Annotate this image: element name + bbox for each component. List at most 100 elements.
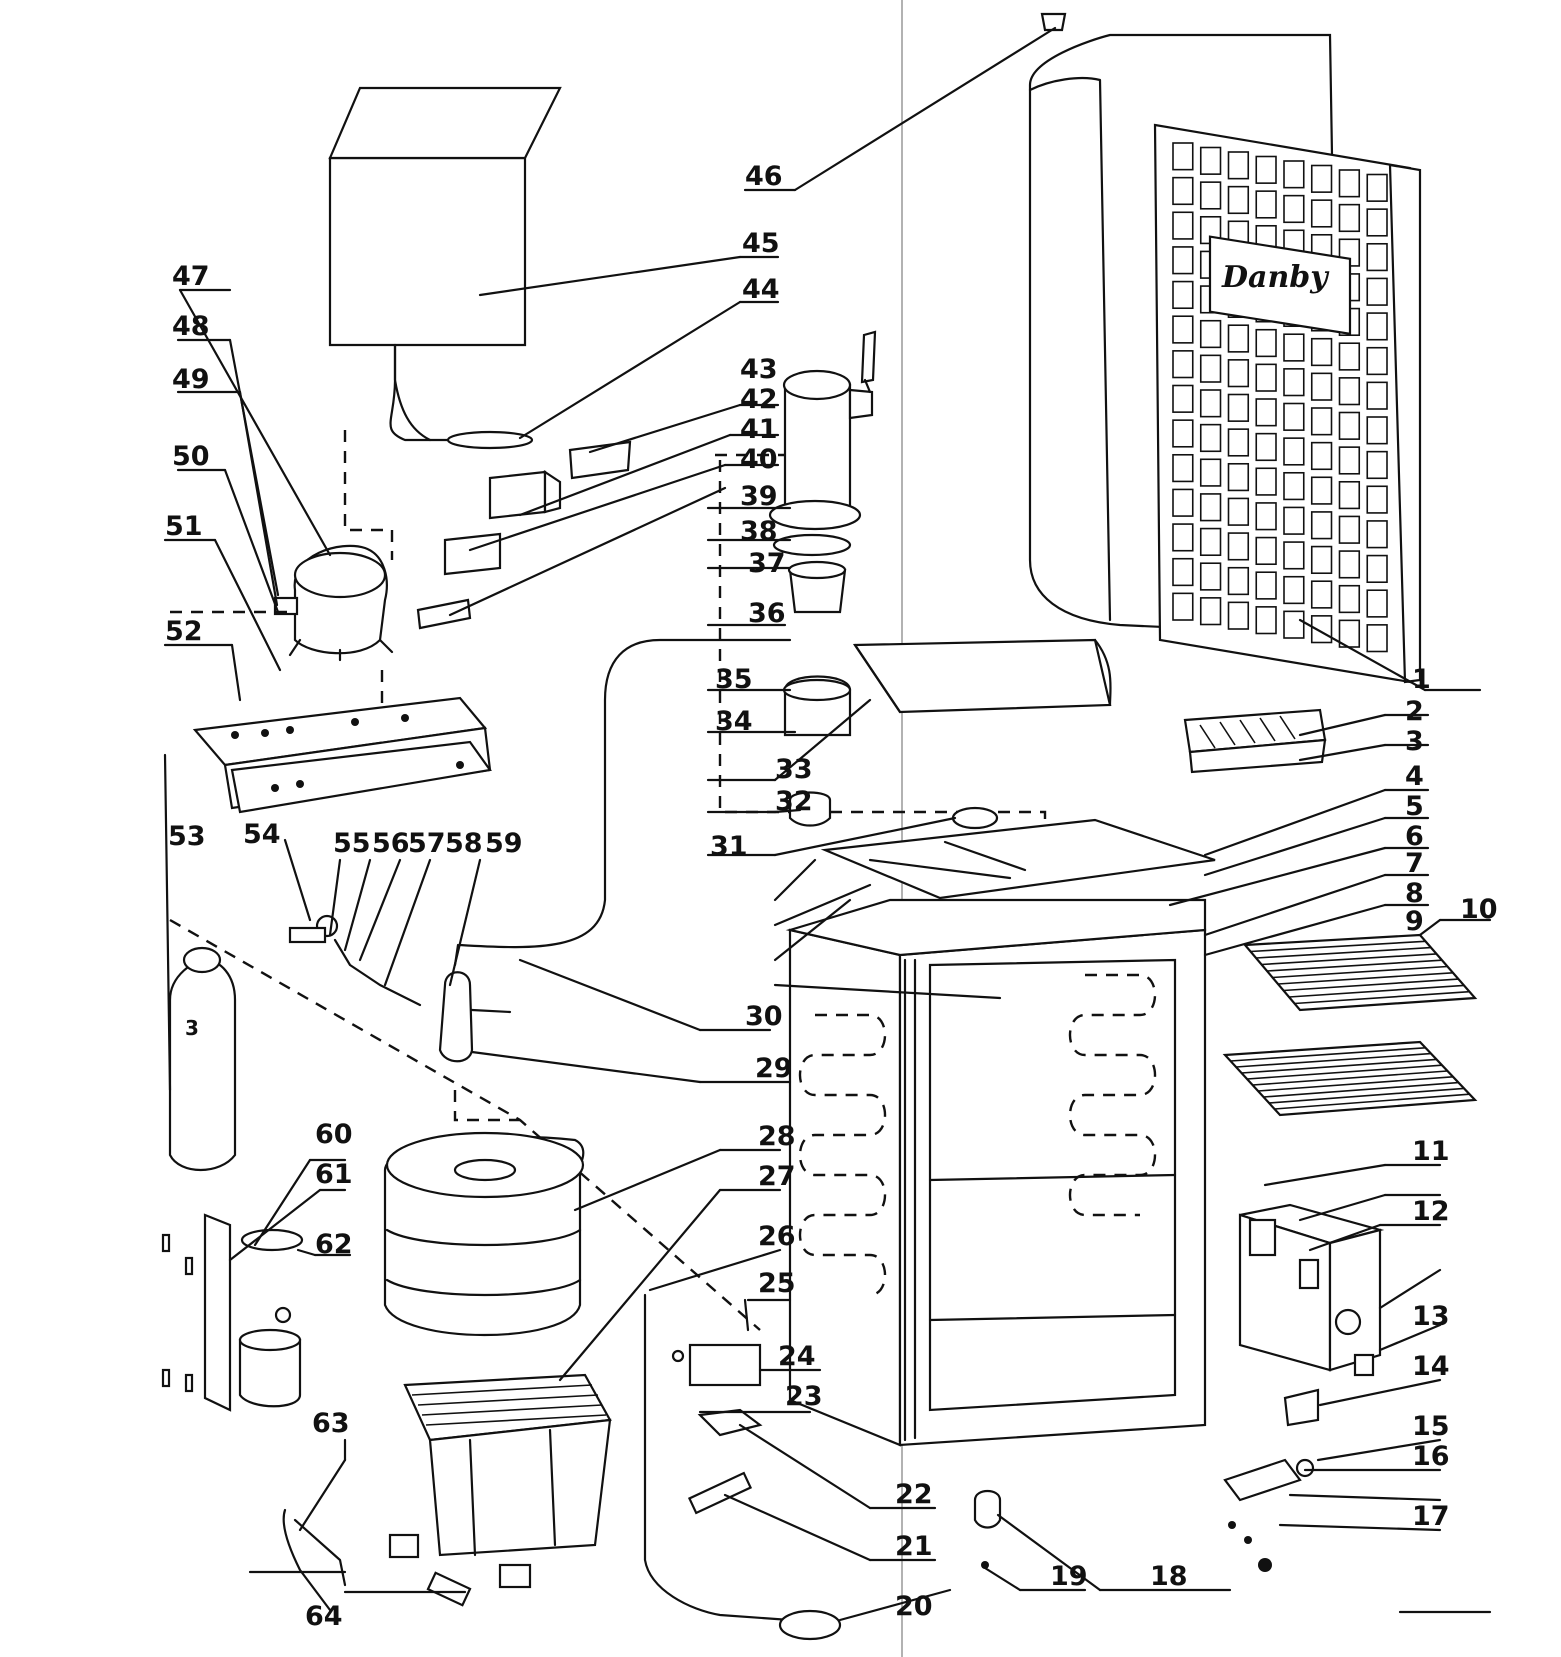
door-grid-cell (1310, 372, 1333, 401)
door-grid-cell (1310, 164, 1333, 193)
cabinet-body (785, 898, 1207, 1447)
brand-logo: Danby (1221, 260, 1330, 295)
part-label: 44 (742, 274, 780, 305)
co2-tank: 3 (168, 946, 237, 1172)
door-grid-cell (1283, 471, 1305, 501)
beer-keg (383, 1131, 585, 1337)
part-label: 14 (1412, 1351, 1450, 1382)
part-label: 10 (1460, 894, 1498, 925)
door-grid-cell (1338, 203, 1361, 233)
shelf-wire (1252, 1070, 1448, 1086)
door-grid-cell (1283, 402, 1305, 431)
door-grid-cell (1338, 377, 1361, 406)
part-label: 12 (1412, 1196, 1450, 1227)
door-grid-cell (1199, 562, 1222, 591)
door-grid-cell (1310, 441, 1333, 471)
door-grid-cell (1172, 246, 1194, 275)
part-label: 3 (1405, 726, 1424, 757)
door-grid-cell (1338, 169, 1361, 198)
door-grid-cell (1283, 194, 1305, 224)
shelf-wire (1266, 959, 1443, 972)
door-grid-cell (1255, 606, 1277, 635)
door-grid-cell (1199, 493, 1222, 522)
shelf-wire (1274, 1093, 1470, 1110)
door-liner: Danby (1153, 123, 1422, 684)
door-grid-cell (1310, 199, 1333, 228)
part-label: 18 (1150, 1561, 1188, 1592)
shelf-wire (1263, 1081, 1459, 1098)
door-grid-cell (1310, 580, 1333, 609)
door-grid-cell (1199, 389, 1222, 418)
part-label: 59 (485, 828, 523, 859)
part-label: 23 (785, 1381, 823, 1412)
door-grid-cell (1366, 346, 1388, 376)
shelf-wire (1261, 953, 1437, 966)
part-label: 1 (1412, 664, 1431, 695)
door-grid-cell (1227, 393, 1250, 422)
door-grid-cell (1255, 363, 1277, 392)
svg-text:3: 3 (185, 1016, 199, 1040)
door-grid-cell (1255, 571, 1277, 600)
door-grid-cell (1366, 450, 1388, 480)
part-label: 49 (172, 364, 210, 395)
part-label: 39 (740, 481, 778, 512)
beer-hose (458, 638, 792, 949)
shelf-wire (1294, 990, 1470, 1005)
shelf-wire (1246, 1064, 1443, 1080)
door-grid-cell (1227, 324, 1250, 353)
regulator-assembly (288, 914, 512, 1063)
door-grid-cell (1366, 589, 1388, 618)
part-labels: 1 2 3 4 5 6 7 8 9 10 11 12 13 14 15 16 1… (165, 161, 1498, 1632)
door-grid-cell (1255, 432, 1277, 462)
door-grid-cell (1255, 502, 1277, 531)
door-grid-cell (1199, 458, 1222, 487)
keg-rack (388, 1373, 612, 1589)
wire-shelves (1222, 933, 1478, 1117)
part-label: 56 (372, 828, 410, 859)
part-label: 25 (758, 1268, 796, 1299)
part-label: 53 (168, 821, 206, 852)
door-grid-cell (1172, 350, 1194, 379)
door-grid-cell (1366, 416, 1388, 445)
door-grid-cell (1366, 554, 1388, 584)
door-grid-cell (1172, 384, 1194, 413)
door-grid-cell (1199, 181, 1222, 210)
door-grid-cell (1172, 176, 1194, 206)
part-label: 48 (172, 311, 210, 342)
grommet (1040, 12, 1067, 32)
drip-assembly (161, 1213, 304, 1412)
part-label: 27 (758, 1161, 796, 1192)
door-grid-cell (1338, 515, 1361, 544)
part-label: 28 (758, 1121, 796, 1152)
part-label: 38 (740, 516, 778, 547)
part-label: 31 (710, 831, 748, 862)
door-grid-cell (1366, 242, 1388, 272)
part-label: 62 (315, 1229, 353, 1260)
part-label: 47 (172, 261, 210, 292)
door-grid-cell (1199, 146, 1222, 175)
door-grid-cell (1366, 520, 1388, 549)
part-label: 57 (408, 828, 446, 859)
door-grid-cell (1366, 485, 1388, 514)
door-grid-cell (1199, 354, 1222, 383)
part-label: 21 (895, 1531, 933, 1562)
part-label: 13 (1412, 1301, 1450, 1332)
part-label: 33 (775, 754, 813, 785)
part-label: 19 (1050, 1561, 1088, 1592)
part-label: 58 (445, 828, 483, 859)
door-grid-cell (1338, 584, 1361, 614)
door-grid-cell (1283, 160, 1305, 189)
part-label: 35 (715, 664, 753, 695)
shelf-wire (1268, 1087, 1465, 1104)
part-label: 36 (748, 598, 786, 629)
part-label: 15 (1412, 1411, 1450, 1442)
door-grid-cell (1338, 446, 1361, 475)
door-grid-cell (1199, 527, 1222, 557)
door-grid-cell (1172, 557, 1194, 587)
part-label: 63 (312, 1408, 350, 1439)
part-label: 54 (243, 819, 281, 850)
part-label: 60 (315, 1119, 353, 1150)
door-grid-cell (1310, 337, 1333, 367)
door-grid-cell (1283, 437, 1305, 466)
